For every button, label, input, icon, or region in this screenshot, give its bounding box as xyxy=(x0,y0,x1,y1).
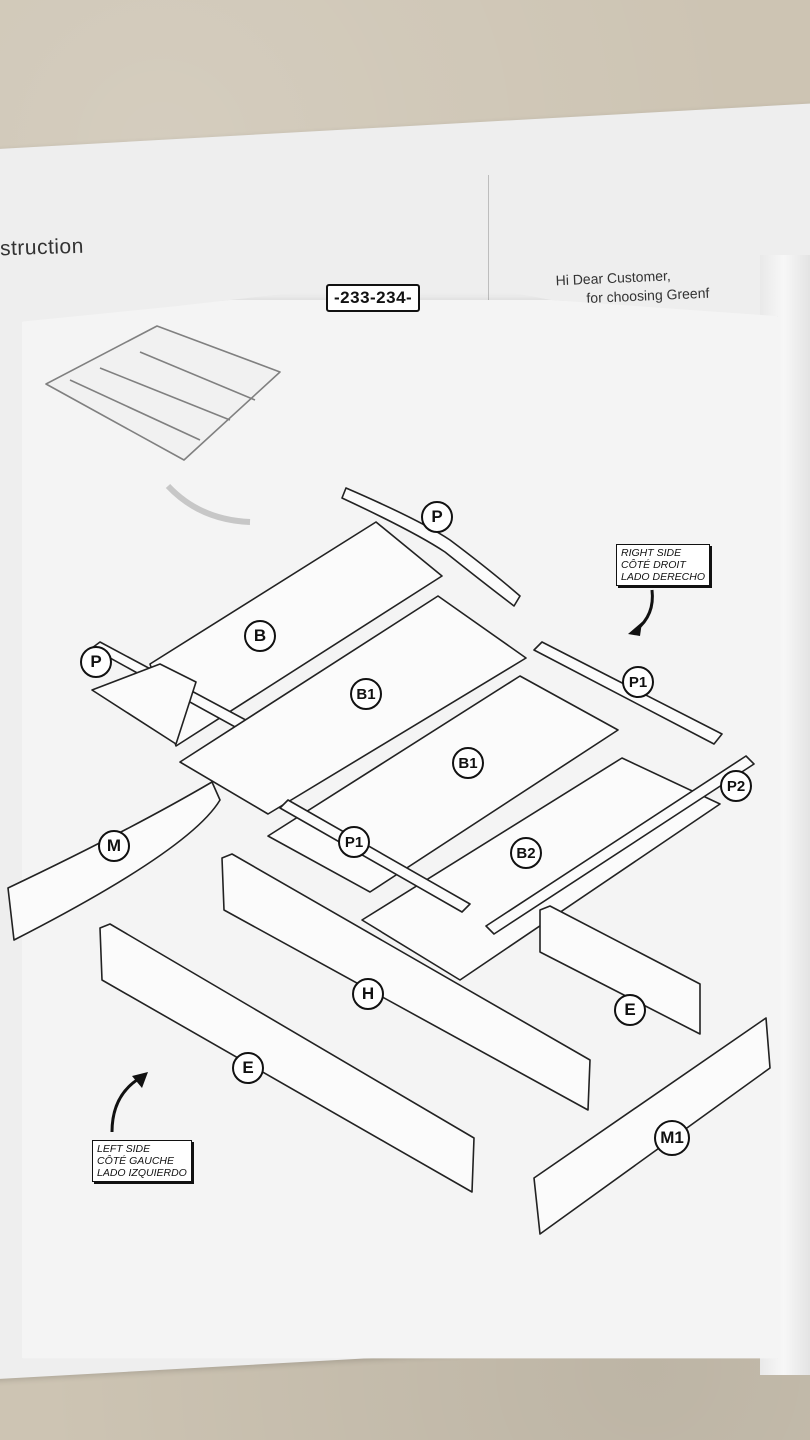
board-e-right xyxy=(539,905,701,1035)
part-label-h: H xyxy=(352,978,384,1010)
part-label-p-left: P xyxy=(80,646,112,678)
rail-p2 xyxy=(485,755,755,935)
right-side-es: LADO DERECHO xyxy=(621,571,706,583)
right-side-label: RIGHT SIDE CÔTÉ DROIT LADO DERECHO xyxy=(616,544,711,586)
board-h xyxy=(221,853,591,1111)
part-label-p2: P2 xyxy=(720,770,752,802)
curved-arrow-icon xyxy=(635,589,654,632)
part-label-b2: B2 xyxy=(510,837,542,869)
arrow-head-right xyxy=(628,622,642,636)
part-label-b1-right: B1 xyxy=(452,747,484,779)
arrow-head-left xyxy=(132,1072,148,1088)
part-label-p1-right: P1 xyxy=(622,666,654,698)
board-e-left xyxy=(99,923,475,1193)
left-side-fr: CÔTÉ GAUCHE xyxy=(97,1155,175,1167)
part-label-b1-left: B1 xyxy=(350,678,382,710)
left-side-en: LEFT SIDE xyxy=(97,1143,151,1155)
right-side-en: RIGHT SIDE xyxy=(621,547,682,559)
rail-p1-center xyxy=(279,799,471,913)
panel-left-shelf xyxy=(91,663,197,745)
assembled-bed-preview xyxy=(45,325,281,461)
left-side-es: LADO IZQUIERDO xyxy=(97,1167,187,1179)
sheet-code: -233-234- xyxy=(326,284,421,312)
panel-b1-left xyxy=(179,595,527,815)
part-label-e-left: E xyxy=(232,1052,264,1084)
right-side-fr: CÔTÉ DROIT xyxy=(621,559,686,571)
left-side-label: LEFT SIDE CÔTÉ GAUCHE LADO IZQUIERDO xyxy=(92,1140,192,1182)
part-label-e-right: E xyxy=(614,994,646,1026)
part-label-p-top: P xyxy=(421,501,453,533)
sheet-fold-line xyxy=(488,175,489,315)
part-label-b: B xyxy=(244,620,276,652)
part-label-m: M xyxy=(98,830,130,862)
curved-arrow-icon xyxy=(110,1076,141,1133)
part-label-m1: M1 xyxy=(654,1120,690,1156)
board-m1 xyxy=(533,1017,771,1235)
part-label-p1-center: P1 xyxy=(338,826,370,858)
panel-b2 xyxy=(361,757,721,981)
